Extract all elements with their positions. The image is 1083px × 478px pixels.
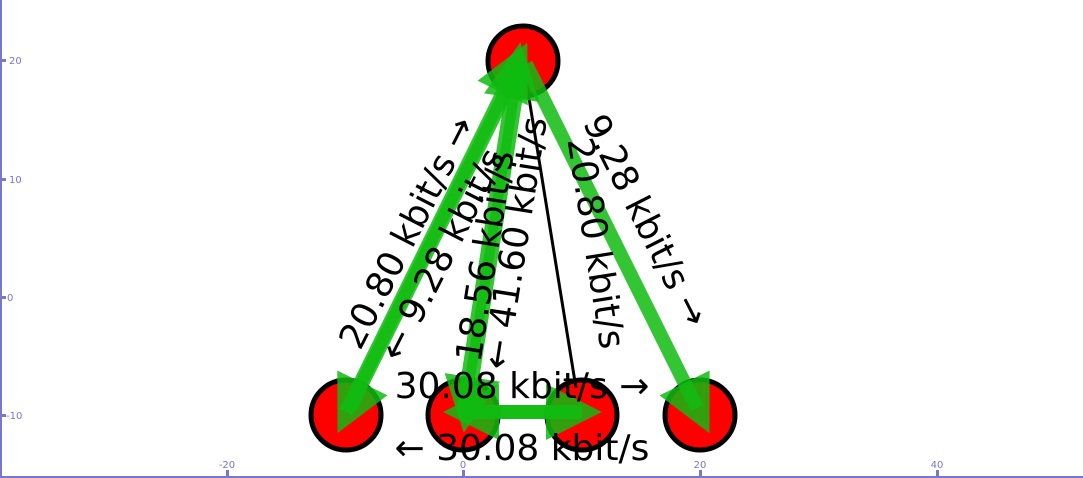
node-bottom-right[interactable] xyxy=(662,377,738,453)
y-tick-mark xyxy=(1,178,6,181)
y-axis-ticks: 20 10 0 -10 xyxy=(1,56,22,422)
y-tick-mark xyxy=(1,59,6,62)
x-tick-label: -20 xyxy=(219,460,235,471)
x-tick-label: 20 xyxy=(694,460,707,471)
edges xyxy=(337,42,710,440)
edge-bottom-left-to-top[interactable] xyxy=(339,42,528,416)
y-tick-mark xyxy=(1,414,6,417)
edge-bottom-center-left-to-top[interactable] xyxy=(456,42,540,412)
x-tick-mark xyxy=(226,470,229,477)
y-tick-label: -10 xyxy=(6,411,22,422)
y-tick-mark xyxy=(1,296,6,299)
edge-top-to-bottom-right[interactable] xyxy=(519,60,710,434)
x-tick-label: 40 xyxy=(931,460,944,471)
x-tick-mark xyxy=(699,470,702,477)
x-axis-ticks: -20 0 20 40 xyxy=(219,460,944,477)
edge-top-to-bottom-center-right[interactable] xyxy=(521,60,578,389)
y-tick-label: 10 xyxy=(9,175,22,186)
edge-label-center-left-to-center-right: 30.08 kbit/s → xyxy=(395,366,650,407)
x-tick-mark xyxy=(936,470,939,477)
y-tick-label: 20 xyxy=(9,56,22,67)
node-bottom-left[interactable] xyxy=(308,377,384,453)
y-tick-label: 0 xyxy=(7,293,13,304)
x-tick-label: 0 xyxy=(460,460,466,471)
x-tick-mark xyxy=(462,470,465,477)
edge-label-center-right-to-center-left: ← 30.08 kbit/s xyxy=(395,428,650,469)
